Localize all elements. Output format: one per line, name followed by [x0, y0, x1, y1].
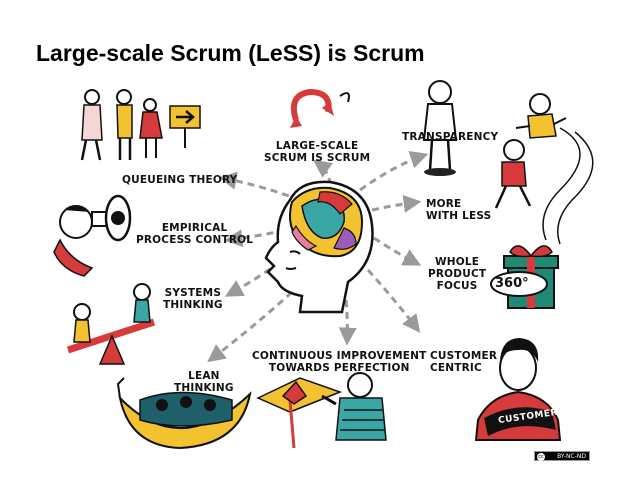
label-transparency-text: TRANSPARENCY: [402, 131, 499, 143]
label-lean-thinking: LEAN THINKING: [174, 370, 234, 394]
label-transparency: TRANSPARENCY: [402, 131, 498, 143]
arrow-to-customer: [366, 268, 421, 333]
label-empirical-line1: EMPIRICAL: [161, 222, 228, 234]
slide-title: Large-scale Scrum (LeSS) is Scrum: [36, 40, 425, 66]
label-queueing-theory-text: QUEUEING THEORY: [122, 174, 238, 186]
label-more-with-less: MORE WITH LESS: [426, 198, 491, 222]
arrow-to-lean: [207, 290, 294, 363]
cycle-arrow-icon: [290, 88, 350, 128]
label-systems-line2: THINKING: [163, 299, 223, 311]
lean-canoe: [116, 377, 252, 450]
customer-person: [474, 338, 562, 441]
label-queueing-theory: QUEUEING THEORY: [122, 174, 237, 186]
label-continuous-line1: CONTINUOUS IMPROVEMENT: [252, 350, 427, 362]
license-text: BY-NC-ND: [557, 453, 586, 460]
label-whole-product-focus: WHOLE PRODUCT FOCUS: [428, 256, 486, 292]
label-customer-line1: CUSTOMER: [430, 350, 498, 362]
label-systems-thinking: SYSTEMS THINKING: [163, 287, 223, 311]
label-customer-centric: CUSTOMER CENTRIC: [430, 350, 497, 374]
arrow-to-transparency: [359, 151, 429, 192]
arrow-to-queueing: [218, 171, 301, 202]
arrow-to-continuous: [338, 299, 357, 346]
label-customer-line2: CENTRIC: [430, 362, 482, 374]
badge-360: 360°: [495, 276, 529, 291]
arrow-to-more: [371, 194, 422, 213]
label-whole-line2: PRODUCT: [428, 268, 487, 280]
license-badge[interactable]: cc BY-NC-ND: [534, 451, 590, 461]
transparency-person: [422, 80, 458, 176]
continuous-improvement-scene: [256, 372, 387, 449]
label-large-scale-line1: LARGE-SCALE: [275, 140, 359, 152]
label-more-line2: WITH LESS: [426, 210, 492, 222]
head-drawing: [264, 180, 374, 314]
radiating-arrows: [207, 151, 429, 363]
label-empirical-line2: PROCESS CONTROL: [136, 234, 254, 246]
label-empirical-process-control: EMPIRICAL PROCESS CONTROL: [136, 222, 253, 246]
label-large-scale-scrum: LARGE-SCALE SCRUM IS SCRUM: [264, 140, 370, 164]
label-continuous-improvement: CONTINUOUS IMPROVEMENT TOWARDS PERFECTIO…: [252, 350, 427, 374]
label-continuous-line2: TOWARDS PERFECTION: [268, 362, 410, 374]
label-systems-line1: SYSTEMS: [164, 287, 222, 299]
label-more-line1: MORE: [426, 198, 462, 210]
cc-icon: cc: [537, 453, 545, 461]
runners: [494, 93, 594, 245]
label-lean-line2: THINKING: [174, 382, 234, 394]
queueing-people: [80, 89, 201, 161]
empirical-person: [53, 194, 132, 277]
label-lean-line1: LEAN: [188, 370, 220, 382]
systems-seesaw: [66, 283, 156, 365]
label-whole-line3: FOCUS: [436, 280, 478, 292]
label-large-scale-line2: SCRUM IS SCRUM: [264, 152, 371, 164]
label-whole-line1: WHOLE: [435, 256, 480, 268]
arrow-to-whole: [373, 236, 422, 266]
gift-box: [490, 245, 559, 309]
